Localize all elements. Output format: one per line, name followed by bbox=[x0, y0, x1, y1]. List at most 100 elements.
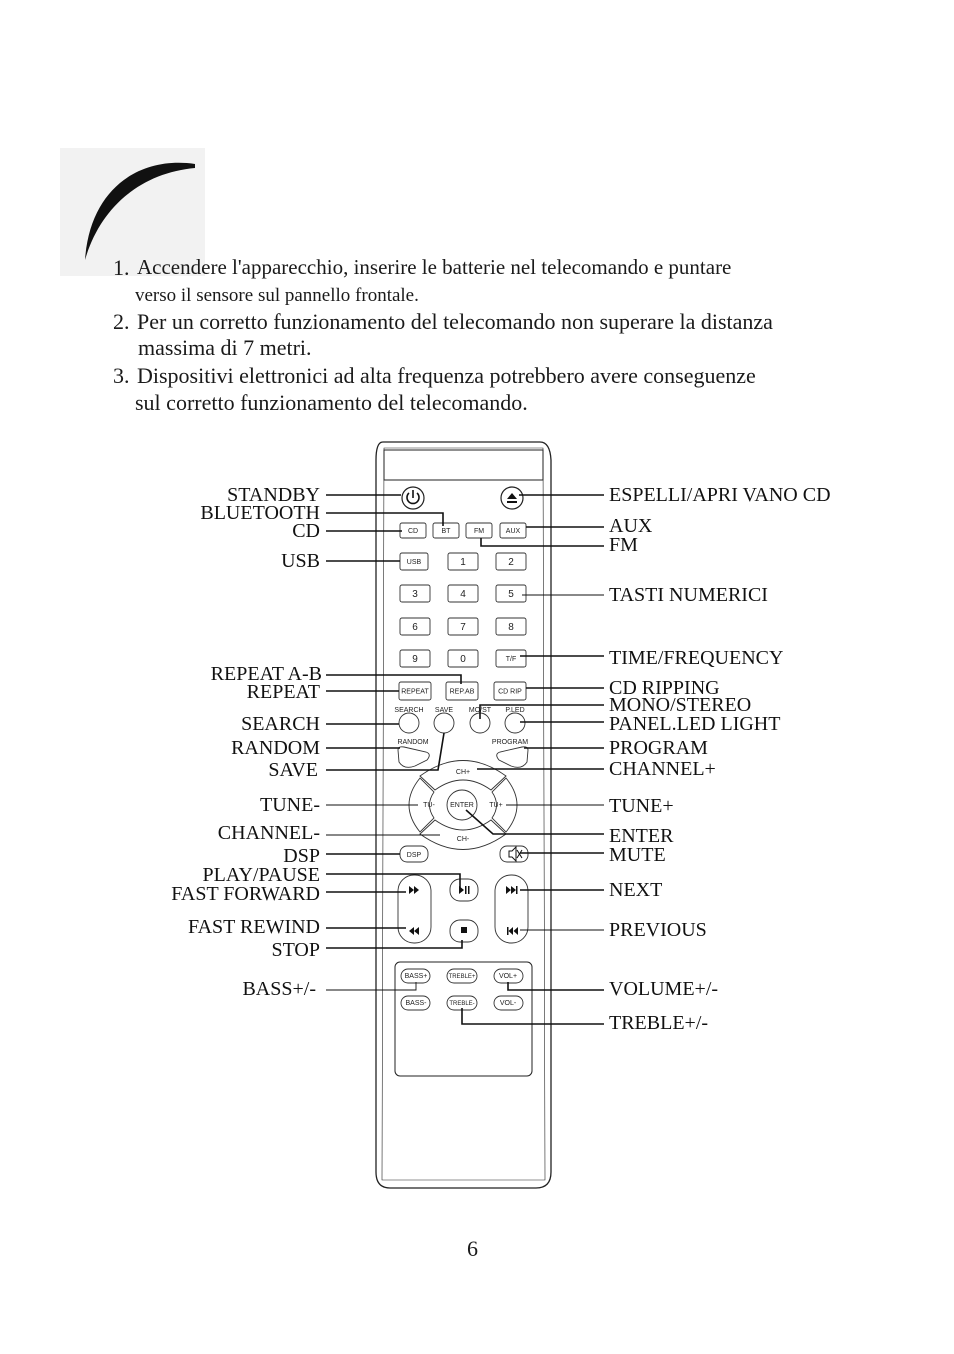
number-6-button bbox=[399, 617, 431, 636]
leader-play-pause bbox=[326, 873, 461, 888]
play-pause-icon bbox=[459, 886, 470, 894]
channel-minus-button bbox=[419, 819, 507, 850]
bluetooth-button-label: BT bbox=[442, 528, 452, 535]
leader-mono-stereo bbox=[479, 704, 604, 719]
number-9-button-label: 9 bbox=[412, 654, 418, 665]
label-program: PROGRAM bbox=[609, 737, 708, 759]
label-next: NEXT bbox=[609, 879, 663, 901]
label-fast-forward: FAST FORWARD bbox=[171, 883, 320, 905]
label-standby: STANDBY bbox=[227, 484, 320, 506]
panel-led-button bbox=[504, 712, 526, 734]
number-3-button bbox=[399, 584, 431, 603]
mute-button bbox=[499, 845, 529, 863]
program-button-label: PROGRAM bbox=[492, 739, 528, 746]
time-frequency-button-label: T/F bbox=[506, 656, 517, 663]
leader-bass bbox=[326, 982, 417, 991]
stop-button bbox=[449, 919, 479, 943]
label-treble: TREBLE+/- bbox=[609, 1012, 709, 1034]
number-8-button-label: 8 bbox=[508, 622, 514, 633]
number-7-button-label: 7 bbox=[460, 622, 466, 633]
label-bass: BASS+/- bbox=[242, 978, 316, 1000]
instruction-3-line2: sul corretto funzionamento del telecoman… bbox=[135, 390, 528, 415]
mute-icon bbox=[508, 845, 523, 863]
instruction-2-number: 2. bbox=[113, 309, 130, 334]
leader-stop bbox=[326, 940, 463, 949]
enter-button bbox=[446, 789, 478, 821]
instruction-3-line1: Dispositivi elettronici ad alta frequenz… bbox=[137, 363, 756, 388]
standby-button bbox=[401, 486, 425, 510]
label-aux: AUX bbox=[609, 515, 653, 537]
leader-fm bbox=[480, 538, 604, 547]
instruction-1-line1: Accendere l'apparecchio, inserire le bat… bbox=[137, 255, 732, 279]
remote-body bbox=[375, 441, 552, 1189]
crescent-logo-icon bbox=[60, 148, 205, 276]
leader-treble bbox=[461, 1008, 604, 1025]
label-stop: STOP bbox=[271, 939, 320, 961]
label-dsp: DSP bbox=[283, 845, 320, 867]
fm-button-label: FM bbox=[474, 528, 484, 535]
instruction-1-line2: verso il sensore sul pannello frontale. bbox=[135, 285, 419, 306]
number-3-button-label: 3 bbox=[412, 589, 418, 600]
usb-button-label: USB bbox=[407, 559, 422, 566]
label-search: SEARCH bbox=[241, 713, 320, 735]
cd-rip-button-label: CD RIP bbox=[498, 689, 522, 696]
treble-plus-button bbox=[446, 968, 478, 984]
volume-plus-label: VOL+ bbox=[499, 973, 517, 980]
instruction-1-number: 1. bbox=[113, 255, 130, 280]
volume-minus-label: VOL- bbox=[500, 1000, 517, 1007]
panel-led-button-label: P.LED bbox=[505, 707, 524, 714]
number-0-button bbox=[447, 649, 479, 668]
label-mute: MUTE bbox=[609, 844, 666, 866]
label-channel-minus: CHANNEL- bbox=[217, 822, 320, 844]
label-enter: ENTER bbox=[609, 825, 674, 847]
leader-bluetooth bbox=[326, 512, 444, 526]
ir-window bbox=[383, 449, 544, 481]
number-4-button-label: 4 bbox=[460, 589, 466, 600]
save-button-label: SAVE bbox=[435, 707, 453, 714]
number-1-button-label: 1 bbox=[460, 557, 466, 568]
aux-button bbox=[499, 522, 527, 539]
instruction-2-line1: Per un corretto funzionamento del teleco… bbox=[137, 309, 773, 334]
label-fm: FM bbox=[609, 534, 638, 556]
repeat-button-label: REPEAT bbox=[401, 689, 429, 696]
leader-volume bbox=[507, 982, 604, 991]
fast-rewind-icon bbox=[409, 927, 419, 935]
number-9-button bbox=[399, 649, 431, 668]
power-icon bbox=[406, 492, 420, 505]
label-play-pause: PLAY/PAUSE bbox=[202, 864, 320, 886]
label-time-frequency: TIME/FREQUENCY bbox=[609, 647, 784, 669]
enter-label: ENTER bbox=[450, 802, 474, 809]
instruction-3-number: 3. bbox=[113, 363, 130, 388]
label-bluetooth: BLUETOOTH bbox=[200, 502, 320, 524]
number-5-button-label: 5 bbox=[508, 589, 514, 600]
leader-enter bbox=[465, 809, 604, 835]
bass-minus-label: BASS- bbox=[405, 1000, 427, 1007]
label-repeat: REPEAT bbox=[246, 681, 320, 703]
tune-minus-button bbox=[408, 777, 435, 833]
label-save: SAVE bbox=[268, 759, 318, 781]
play-pause-button bbox=[449, 878, 479, 902]
label-tune-plus: TUNE+ bbox=[609, 795, 674, 817]
repeat-ab-button-label: REP.AB bbox=[450, 689, 475, 696]
search-button-label: SEARCH bbox=[394, 707, 423, 714]
number-5-button bbox=[495, 584, 527, 603]
channel-minus-label: CH- bbox=[457, 836, 470, 843]
label-panel-led: PANEL.LED LIGHT bbox=[609, 713, 781, 735]
number-7-button bbox=[447, 617, 479, 636]
label-previous: PREVIOUS bbox=[609, 919, 707, 941]
eject-icon bbox=[507, 493, 517, 503]
aux-button-label: AUX bbox=[506, 528, 521, 535]
fm-button bbox=[465, 522, 493, 539]
treble-plus-label: TREBLE+ bbox=[449, 974, 476, 980]
label-mono-stereo: MONO/STEREO bbox=[609, 694, 752, 716]
leader-repeat-ab bbox=[326, 674, 462, 684]
number-2-button-label: 2 bbox=[508, 557, 514, 568]
number-6-button-label: 6 bbox=[412, 622, 418, 633]
previous-icon bbox=[507, 927, 518, 935]
cd-button-label: CD bbox=[408, 528, 418, 535]
label-repeat-ab: REPEAT A-B bbox=[210, 663, 322, 685]
tune-minus-label: TU- bbox=[423, 802, 435, 809]
label-cd: CD bbox=[292, 520, 320, 542]
tune-plus-label: TU+ bbox=[489, 802, 502, 809]
